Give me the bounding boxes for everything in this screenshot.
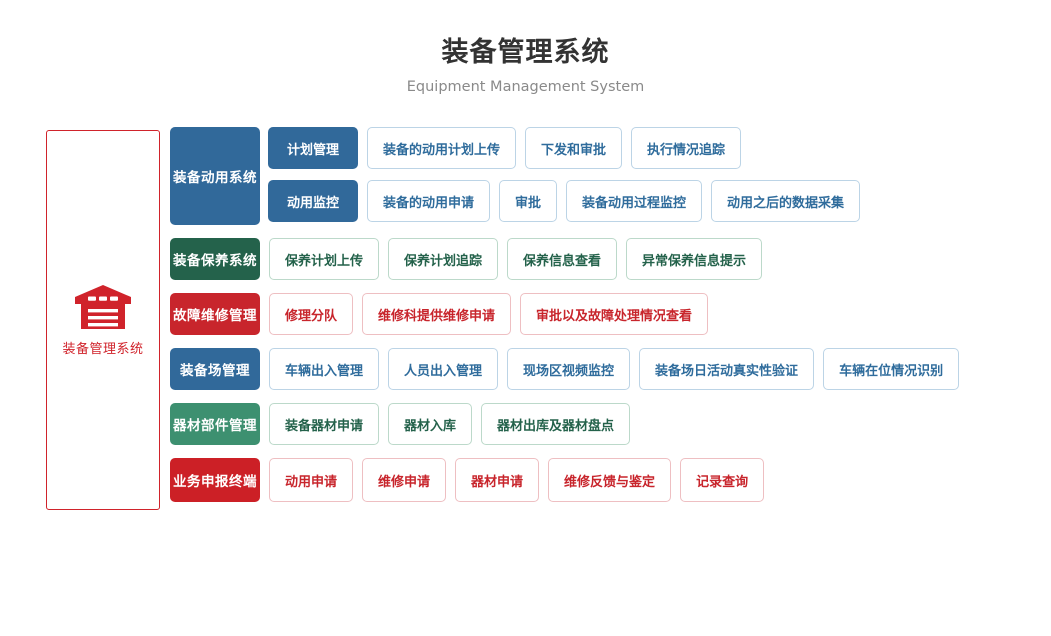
feature-card[interactable]: 现场区视频监控: [507, 348, 631, 390]
sub-row: 保养计划上传保养计划追踪保养信息查看异常保养信息提示: [260, 238, 763, 280]
feature-card[interactable]: 审批以及故障处理情况查看: [520, 293, 709, 335]
module-grid: 装备动用系统计划管理装备的动用计划上传下发和审批执行情况追踪动用监控装备的动用申…: [170, 127, 960, 515]
page-subtitle: Equipment Management System: [406, 79, 645, 95]
feature-card[interactable]: 维修反馈与鉴定: [548, 458, 672, 502]
feature-card[interactable]: 保养信息查看: [507, 238, 618, 280]
category-card[interactable]: 装备动用系统: [170, 127, 260, 225]
module-row: 装备保养系统保养计划上传保养计划追踪保养信息查看异常保养信息提示: [170, 238, 959, 280]
sub-row: 修理分队维修科提供维修申请审批以及故障处理情况查看: [260, 293, 709, 335]
row-group-stack: 装备器材申请器材入库器材出库及器材盘点: [260, 403, 631, 445]
sub-row: 动用申请维修申请器材申请维修反馈与鉴定记录查询: [260, 458, 765, 502]
row-group-stack: 修理分队维修科提供维修申请审批以及故障处理情况查看: [260, 293, 709, 335]
subcategory-card[interactable]: 计划管理: [268, 127, 358, 169]
sub-row: 车辆出入管理人员出入管理现场区视频监控装备场日活动真实性验证车辆在位情况识别: [260, 348, 960, 390]
category-card[interactable]: 装备场管理: [170, 348, 260, 390]
feature-card[interactable]: 器材出库及器材盘点: [481, 403, 631, 445]
module-row: 装备场管理车辆出入管理人员出入管理现场区视频监控装备场日活动真实性验证车辆在位情…: [170, 348, 960, 390]
sub-row: 动用监控装备的动用申请审批装备动用过程监控动用之后的数据采集: [260, 180, 861, 222]
feature-card[interactable]: 动用之后的数据采集: [711, 180, 861, 222]
feature-card[interactable]: 维修科提供维修申请: [362, 293, 512, 335]
module-row: 装备动用系统计划管理装备的动用计划上传下发和审批执行情况追踪动用监控装备的动用申…: [170, 127, 959, 225]
row-group-stack: 保养计划上传保养计划追踪保养信息查看异常保养信息提示: [260, 238, 763, 280]
warehouse-icon: [73, 284, 133, 330]
feature-card[interactable]: 装备场日活动真实性验证: [639, 348, 815, 390]
feature-card[interactable]: 动用申请: [269, 458, 354, 502]
feature-card[interactable]: 维修申请: [362, 458, 447, 502]
category-card[interactable]: 故障维修管理: [170, 293, 260, 335]
brand-panel: 装备管理系统: [46, 130, 160, 510]
feature-card[interactable]: 人员出入管理: [388, 348, 499, 390]
feature-card[interactable]: 装备的动用计划上传: [367, 127, 517, 169]
feature-card[interactable]: 修理分队: [269, 293, 354, 335]
subcategory-card[interactable]: 动用监控: [268, 180, 358, 222]
feature-card[interactable]: 记录查询: [680, 458, 765, 502]
feature-card[interactable]: 车辆出入管理: [269, 348, 380, 390]
feature-card[interactable]: 器材申请: [455, 458, 540, 502]
feature-card[interactable]: 装备的动用申请: [367, 180, 491, 222]
category-card[interactable]: 器材部件管理: [170, 403, 260, 445]
row-group-stack: 动用申请维修申请器材申请维修反馈与鉴定记录查询: [260, 458, 765, 502]
row-group-stack: 车辆出入管理人员出入管理现场区视频监控装备场日活动真实性验证车辆在位情况识别: [260, 348, 960, 390]
page-header: 装备管理系统 Equipment Management System: [0, 34, 1051, 98]
module-row: 业务申报终端动用申请维修申请器材申请维修反馈与鉴定记录查询: [170, 458, 959, 502]
sub-row: 装备器材申请器材入库器材出库及器材盘点: [260, 403, 631, 445]
module-row: 器材部件管理装备器材申请器材入库器材出库及器材盘点: [170, 403, 959, 445]
row-group-stack: 计划管理装备的动用计划上传下发和审批执行情况追踪动用监控装备的动用申请审批装备动…: [260, 127, 861, 222]
feature-card[interactable]: 车辆在位情况识别: [823, 348, 960, 390]
feature-card[interactable]: 异常保养信息提示: [626, 238, 763, 280]
feature-card[interactable]: 装备器材申请: [269, 403, 380, 445]
feature-card[interactable]: 审批: [499, 180, 558, 222]
page-title: 装备管理系统: [441, 37, 610, 68]
category-card[interactable]: 业务申报终端: [170, 458, 260, 502]
brand-label: 装备管理系统: [62, 341, 144, 357]
feature-card[interactable]: 保养计划追踪: [388, 238, 499, 280]
feature-card[interactable]: 保养计划上传: [269, 238, 380, 280]
sub-row: 计划管理装备的动用计划上传下发和审批执行情况追踪: [260, 127, 860, 169]
feature-card[interactable]: 执行情况追踪: [631, 127, 742, 169]
module-row: 故障维修管理修理分队维修科提供维修申请审批以及故障处理情况查看: [170, 293, 959, 335]
feature-card[interactable]: 下发和审批: [525, 127, 623, 169]
category-card[interactable]: 装备保养系统: [170, 238, 260, 280]
feature-card[interactable]: 器材入库: [388, 403, 473, 445]
feature-card[interactable]: 装备动用过程监控: [566, 180, 703, 222]
